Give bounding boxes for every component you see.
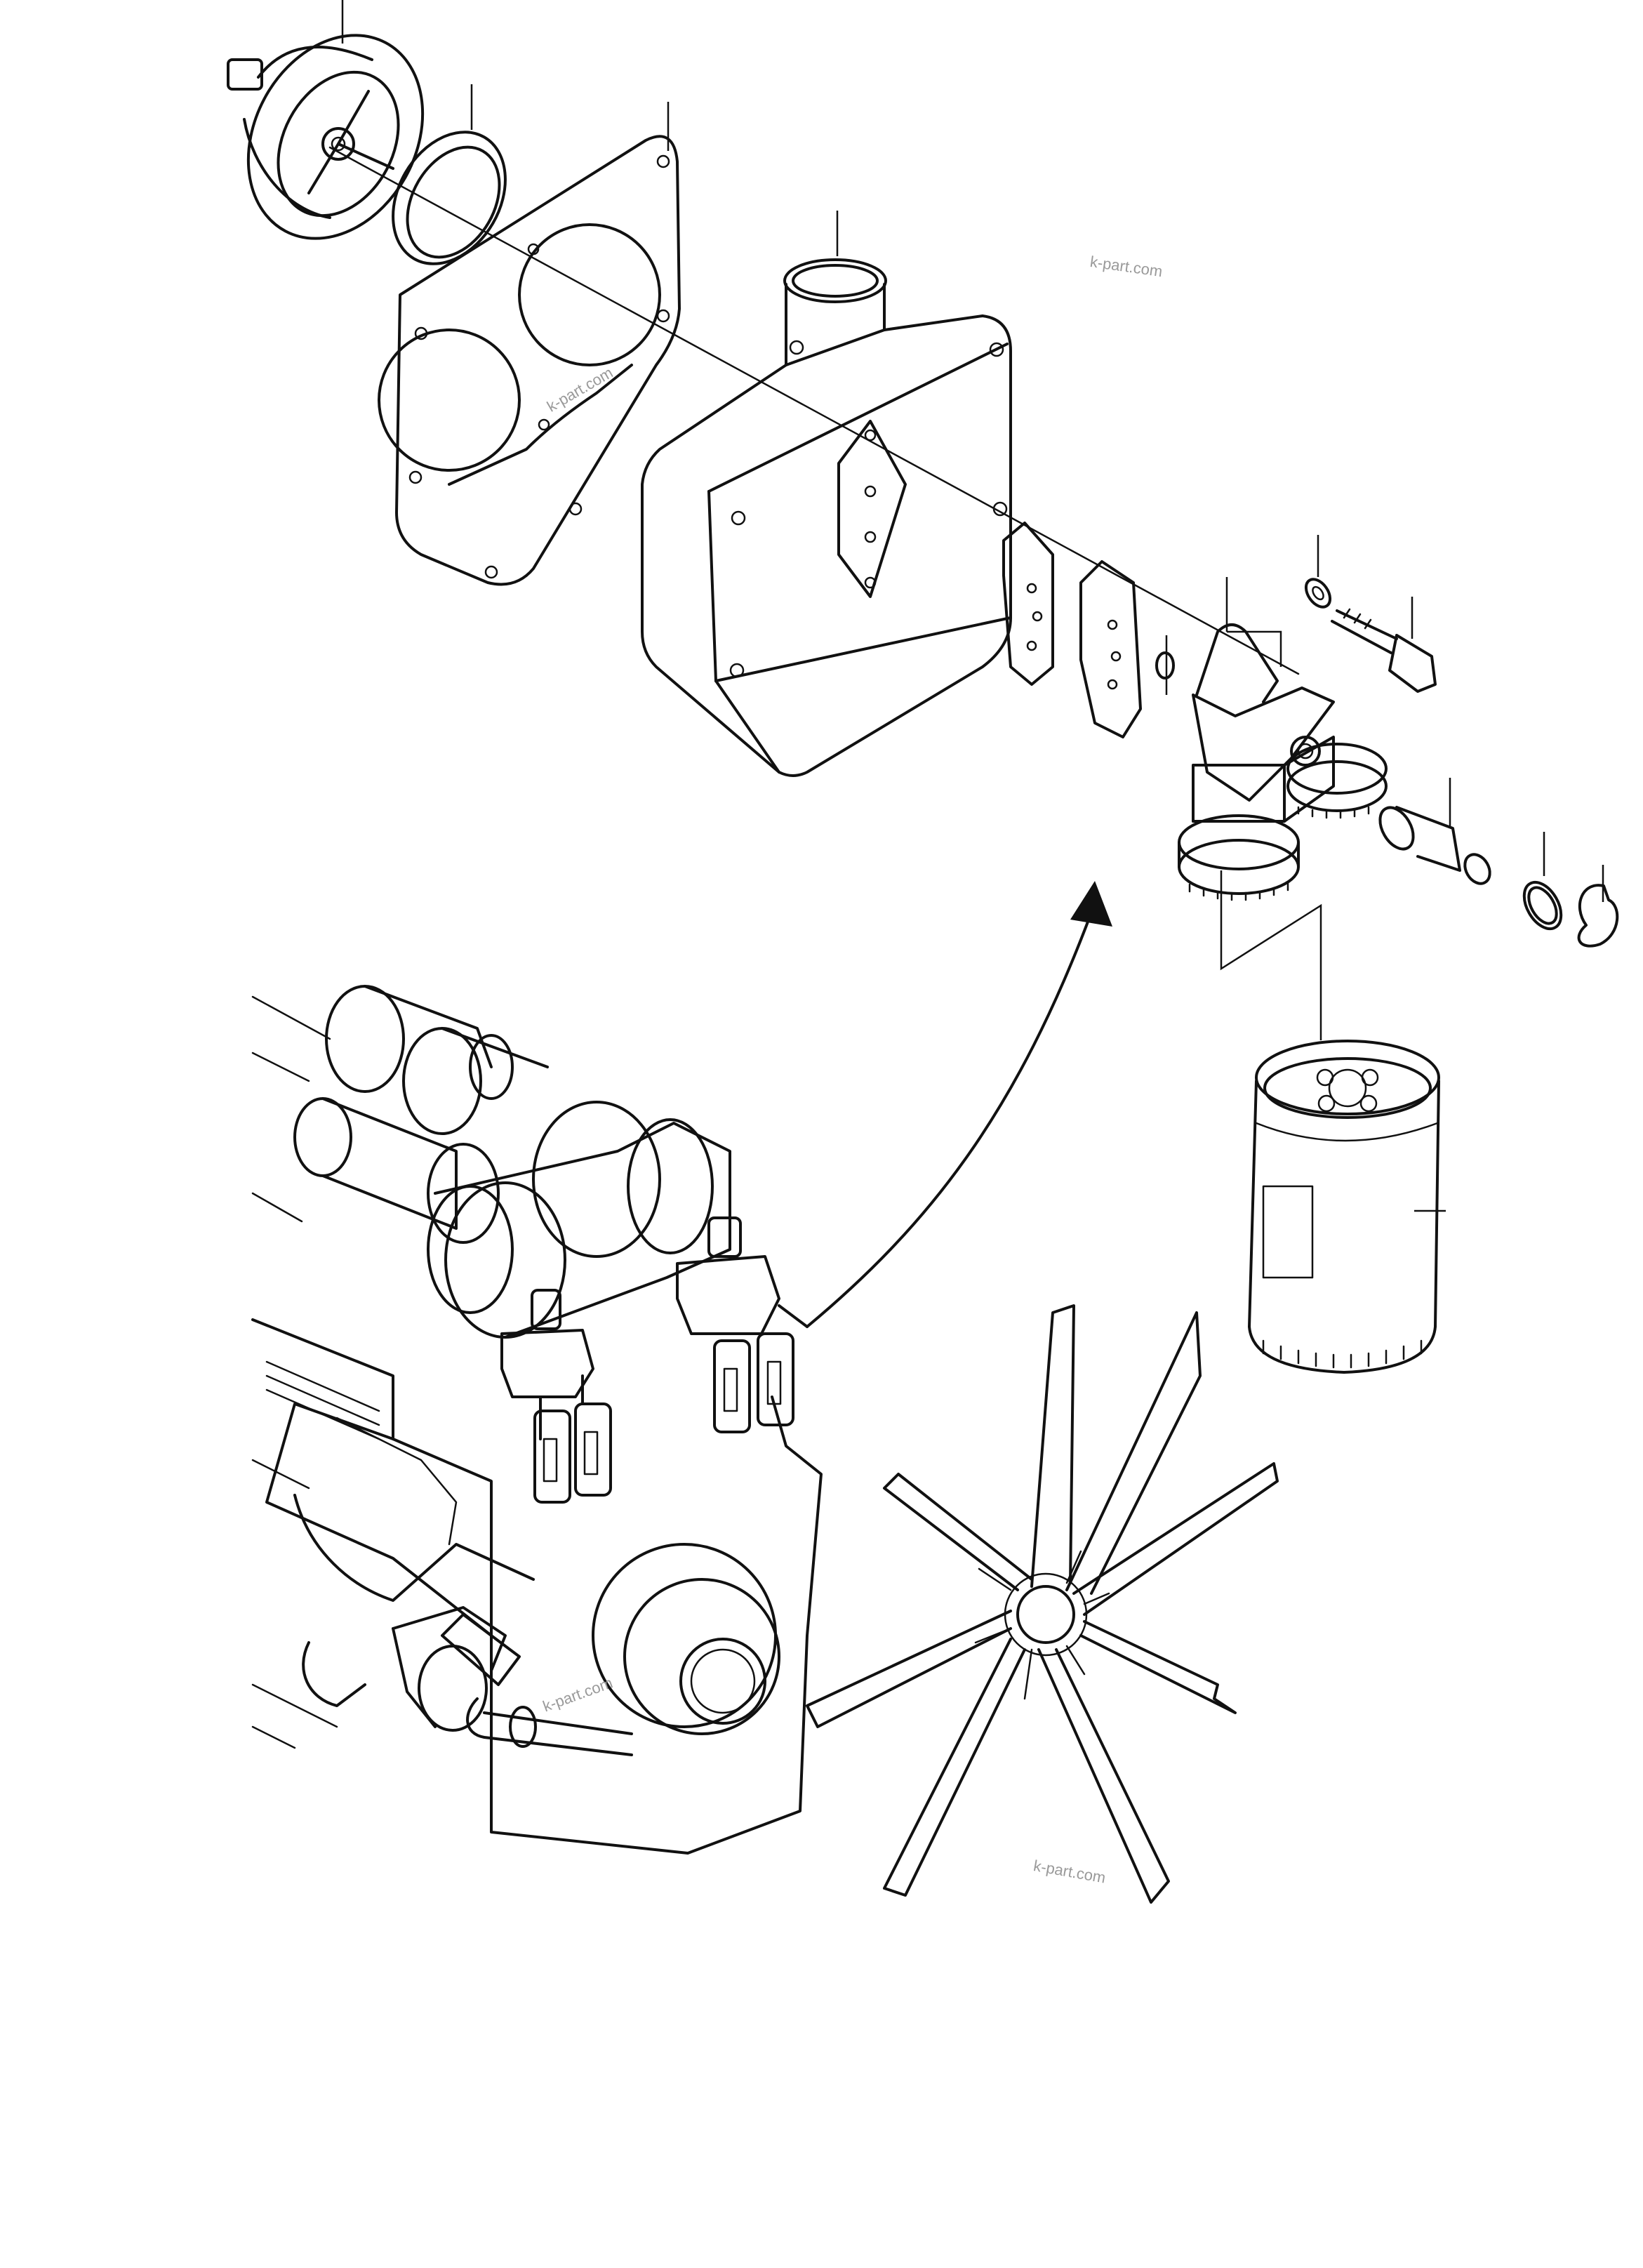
reference-arrow — [806, 881, 1112, 1328]
relief-valve-set — [1378, 806, 1619, 948]
fan-blade — [1065, 1311, 1202, 1595]
engine-overview — [251, 985, 823, 1855]
fan-blade — [1037, 1648, 1170, 1904]
fan-blade — [1079, 1620, 1237, 1714]
thermostat — [227, 34, 425, 240]
callout-leaders — [341, 0, 1604, 1212]
arrow-head — [1070, 881, 1112, 927]
fan-blade — [883, 1473, 1033, 1591]
fan-blade — [806, 1610, 1012, 1728]
washer-and-bolt — [1304, 578, 1437, 693]
small-gaskets — [1002, 522, 1175, 738]
fan-blade — [1030, 1304, 1075, 1588]
injector-pump-left — [500, 1289, 612, 1504]
seal-ring — [392, 131, 507, 265]
fan-blade — [1072, 1462, 1279, 1616]
oil-cooler-housing — [641, 258, 1012, 777]
oil-filter — [1248, 1040, 1440, 1374]
gasket-plate — [378, 135, 681, 586]
injector-pump-right — [676, 1216, 809, 1433]
guide-filter-head — [1220, 870, 1322, 1040]
o-ring — [1155, 651, 1175, 679]
filter-head — [1178, 623, 1388, 901]
fan-blade — [883, 1638, 1026, 1897]
assembly-axis — [328, 146, 1300, 675]
cooling-fan — [806, 1304, 1279, 1904]
